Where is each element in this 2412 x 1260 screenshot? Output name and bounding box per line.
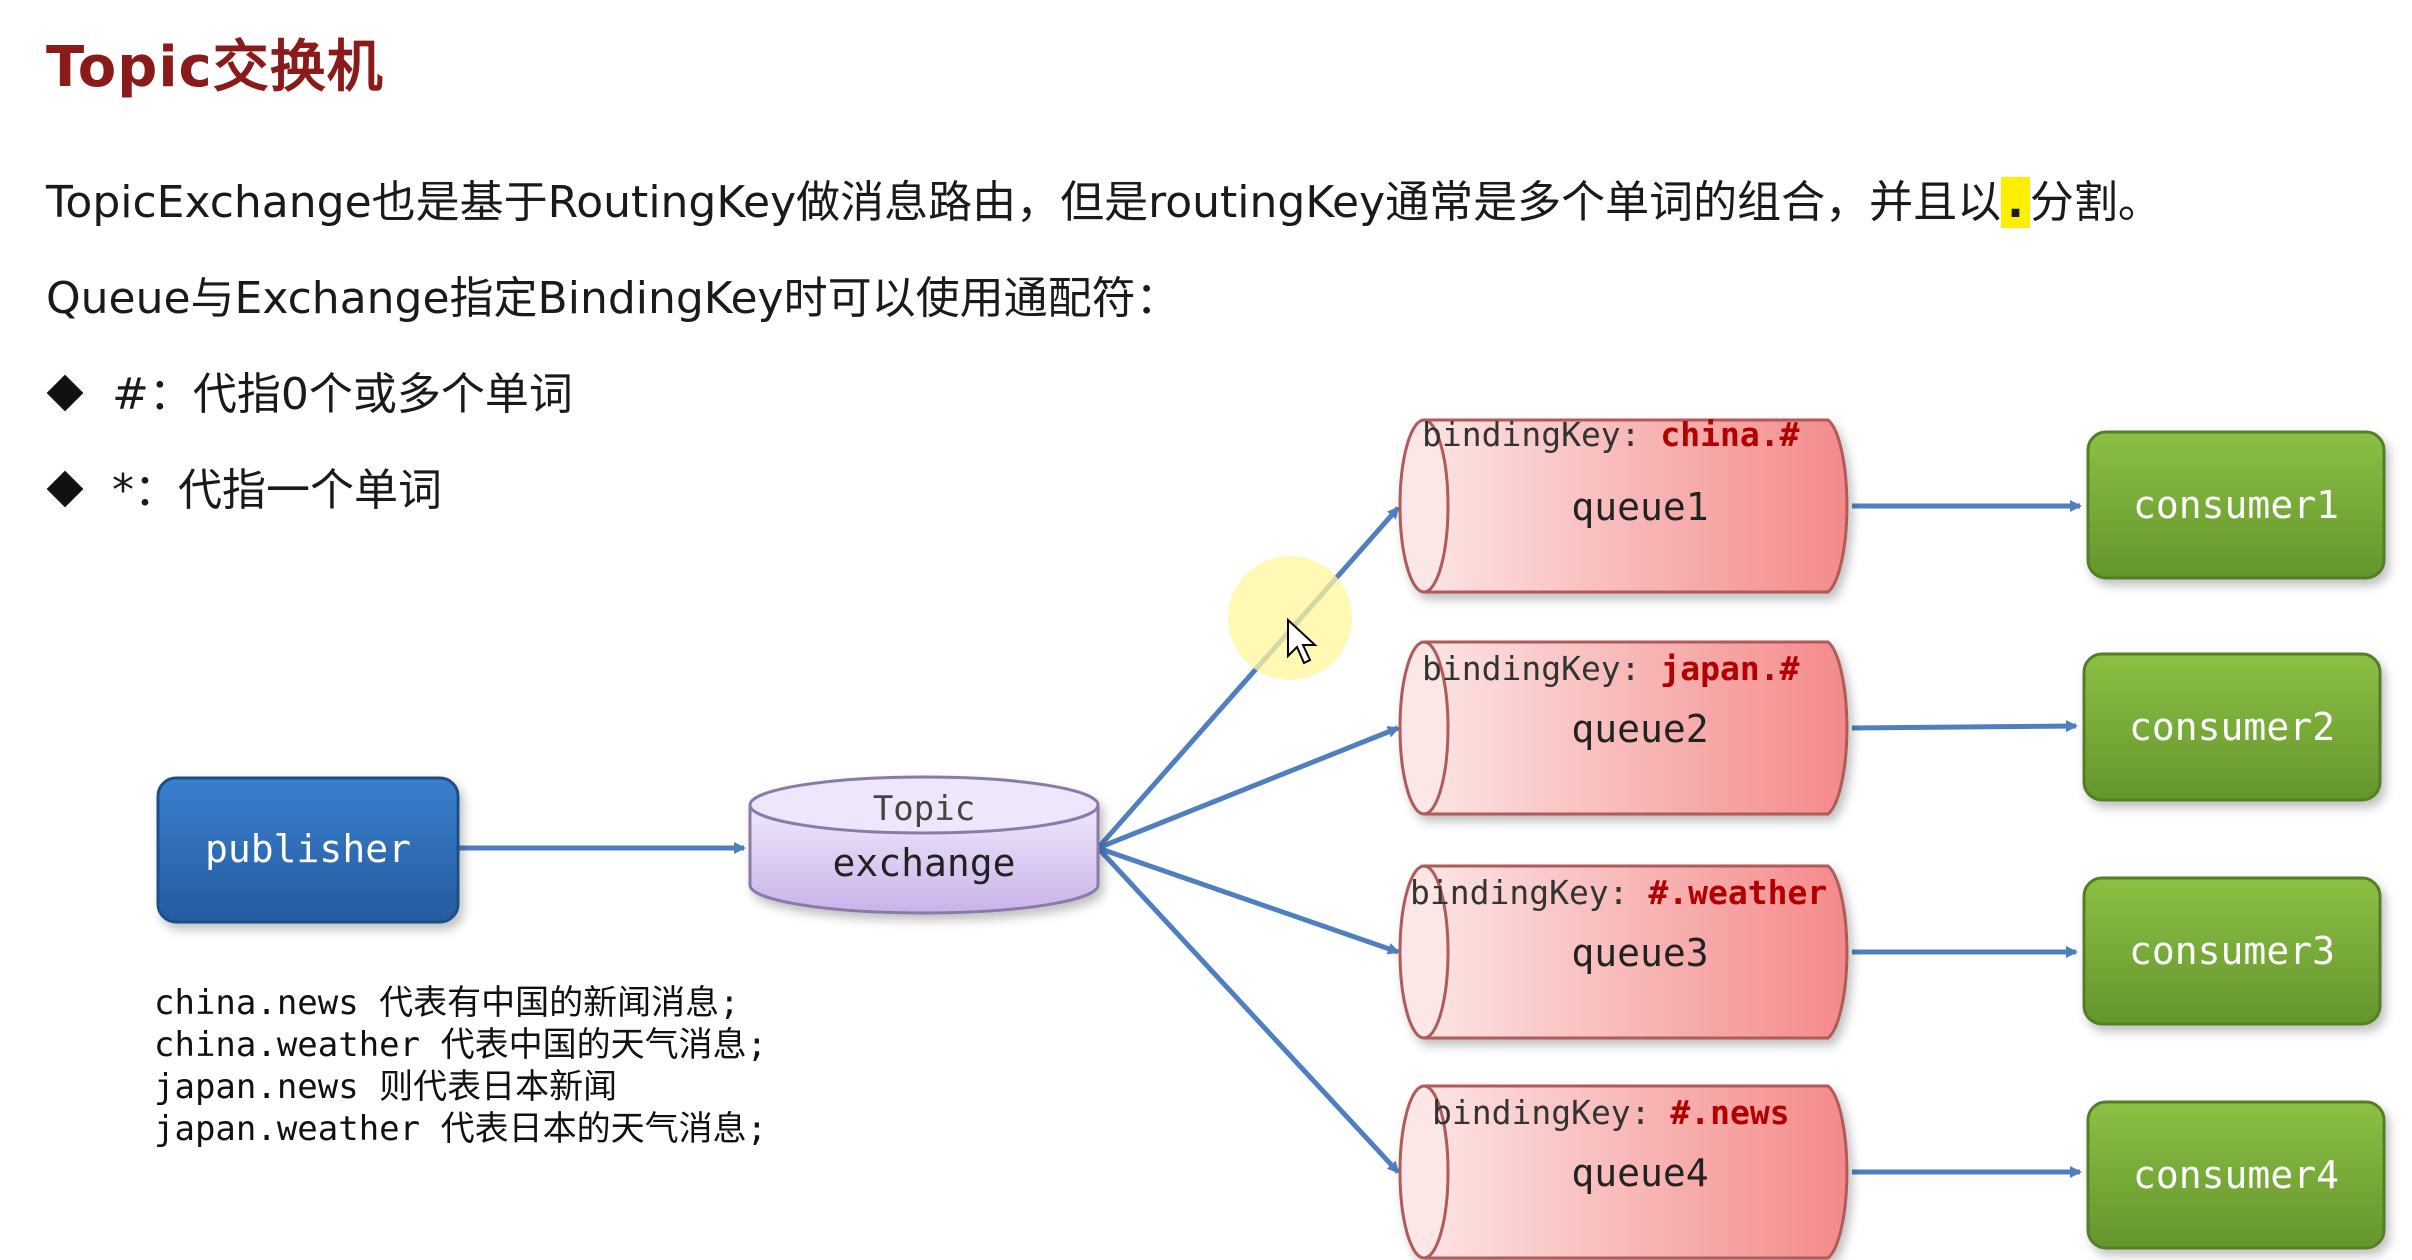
intro-text: TopicExchange也是基于RoutingKey做消息路由，但是routi… xyxy=(46,177,2002,228)
queue2-binding-key: japan.# xyxy=(1660,649,1799,688)
queue1-label: queue1 xyxy=(1571,485,1708,529)
arrow-exchange-queue2 xyxy=(1097,725,1400,851)
queue4-label: queue4 xyxy=(1571,1151,1708,1195)
queue1-binding-label: bindingKey: china.# xyxy=(1422,415,1800,454)
queue2-label: queue2 xyxy=(1571,707,1708,751)
note-line: china.weather 代表中国的天气消息; xyxy=(154,1025,768,1065)
mouse-pointer-icon xyxy=(1287,617,1318,665)
consumer4-node: consumer4 xyxy=(2086,1100,2386,1250)
routing-key-notes: china.news 代表有中国的新闻消息;china.weather 代表中国… xyxy=(154,982,767,1150)
queue3-label: queue3 xyxy=(1571,931,1708,975)
page-title: Topic交换机 xyxy=(46,35,384,100)
queue2-binding-label: bindingKey: japan.# xyxy=(1422,649,1800,688)
intro-text-end: 分割。 xyxy=(2029,177,2162,228)
queue3-binding-key: #.weather xyxy=(1648,873,1827,912)
arrow-queue2-consumer2 xyxy=(1851,720,2078,733)
consumer2-label: consumer2 xyxy=(2129,705,2335,749)
consumer3-label: consumer3 xyxy=(2129,929,2335,973)
queue2-node xyxy=(1398,640,1849,816)
publisher-node: publisher xyxy=(156,776,460,924)
cursor-highlight xyxy=(1228,556,1352,680)
arrow-exchange-queue3 xyxy=(1097,845,1400,955)
queue1-binding-key: china.# xyxy=(1660,415,1799,454)
queue3-binding-label: bindingKey: #.weather xyxy=(1410,873,1827,912)
queue4-node xyxy=(1398,1084,1849,1260)
exchange-node xyxy=(748,775,1100,915)
queue4-binding-key: #.news xyxy=(1670,1093,1789,1132)
bullet-star: *：代指一个单词 xyxy=(46,454,442,518)
consumer2-node: consumer2 xyxy=(2082,652,2382,802)
exchange-type-label: Topic xyxy=(873,789,975,829)
bullet-hash-text: #：代指0个或多个单词 xyxy=(112,369,573,420)
dot-highlight: . xyxy=(2001,177,2030,228)
queue1-node xyxy=(1398,418,1849,594)
arrow-exchange-queue1 xyxy=(1096,506,1400,850)
queue3-node xyxy=(1398,864,1849,1040)
exchange-label: exchange xyxy=(832,841,1015,885)
arrow-exchange-queue4 xyxy=(1096,846,1400,1174)
bullet-star-text: *：代指一个单词 xyxy=(112,465,442,516)
note-line: china.news 代表有中国的新闻消息; xyxy=(154,983,740,1023)
intro-paragraph: TopicExchange也是基于RoutingKey做消息路由，但是routi… xyxy=(46,166,2162,230)
note-line: japan.news 则代表日本新闻 xyxy=(154,1067,618,1107)
consumer3-node: consumer3 xyxy=(2082,876,2382,1026)
publisher-label: publisher xyxy=(205,827,411,871)
consumer4-label: consumer4 xyxy=(2133,1153,2339,1197)
queue4-binding-label: bindingKey: #.news xyxy=(1432,1093,1790,1132)
bullet-hash: #：代指0个或多个单词 xyxy=(46,358,573,422)
note-line: japan.weather 代表日本的天气消息; xyxy=(154,1109,768,1149)
consumer1-label: consumer1 xyxy=(2133,483,2339,527)
wildcard-line: Queue与Exchange指定BindingKey时可以使用通配符： xyxy=(46,273,1180,324)
consumer1-node: consumer1 xyxy=(2086,430,2386,580)
